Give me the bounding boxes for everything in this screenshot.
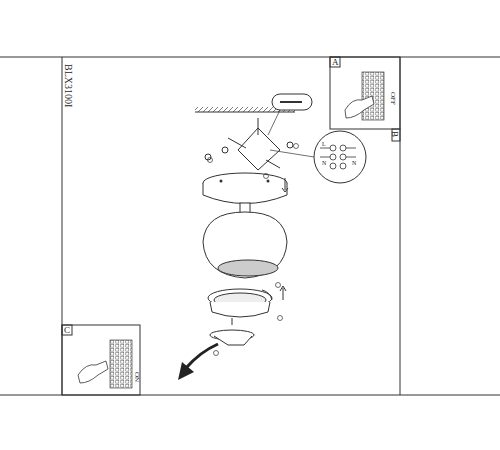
panel-letter: A (332, 58, 339, 67)
terminal-label: N (352, 160, 356, 166)
terminal-label: L (322, 141, 326, 147)
model-number: BLX3100I (63, 64, 73, 107)
panel-letter: B (390, 131, 399, 137)
switch-state: OFF (389, 92, 396, 105)
switch-state: ON (133, 372, 140, 382)
panel-letter: C (64, 326, 70, 335)
terminal-label: N (322, 160, 326, 166)
